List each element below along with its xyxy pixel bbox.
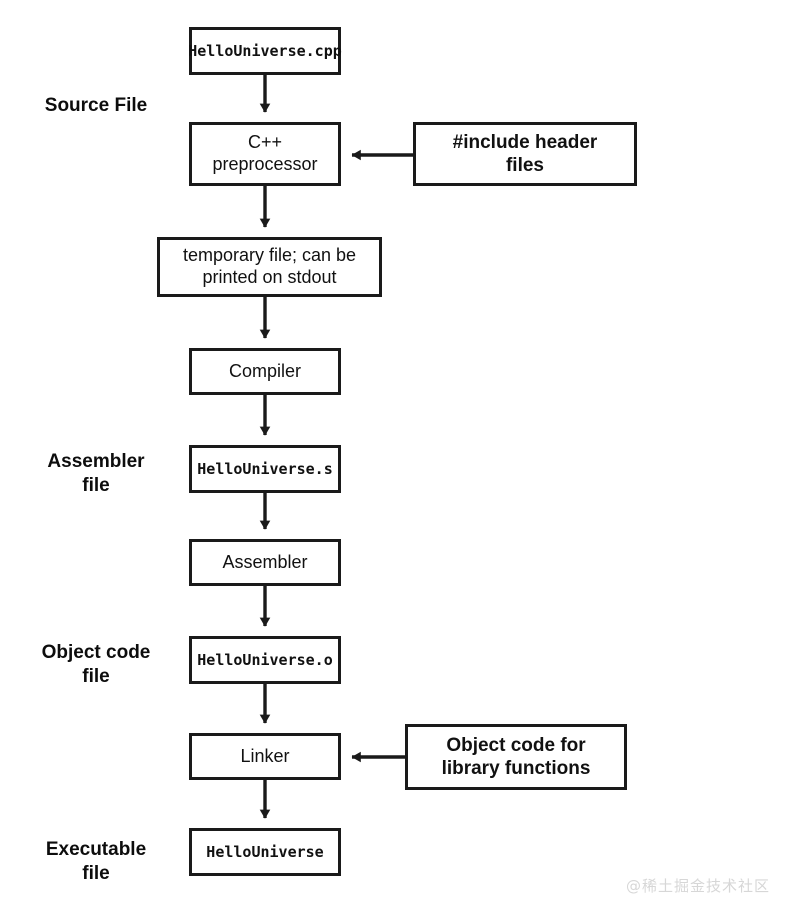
node-compiler-label: Compiler: [228, 360, 302, 381]
node-assembler-label: Assembler: [222, 551, 308, 572]
node-temporary-file-label: temporary file; can be printed on stdout: [182, 245, 357, 287]
watermark: @稀土掘金技术社区: [625, 877, 770, 895]
node-include-headers-label: #include header files: [452, 131, 598, 176]
node-assembler-file-label: HelloUniverse.s: [197, 459, 333, 478]
node-linker: Linker: [189, 733, 341, 780]
node-source-file-label: HelloUniverse.cpp: [188, 41, 342, 60]
node-executable-file: HelloUniverse: [189, 828, 341, 876]
node-temporary-file: temporary file; can be printed on stdout: [157, 237, 382, 297]
node-source-file: HelloUniverse.cpp: [188, 27, 342, 75]
node-object-code-file-label: HelloUniverse.o: [197, 650, 333, 669]
node-assembler: Assembler: [189, 539, 341, 586]
node-library-object-code: Object code for library functions: [405, 724, 627, 790]
stage-label-object-code-file: Object code file: [41, 642, 151, 687]
node-include-headers: #include header files: [413, 122, 637, 186]
node-compiler: Compiler: [189, 348, 341, 395]
node-assembler-file: HelloUniverse.s: [189, 445, 341, 493]
stage-label-executable-file: Executable file: [45, 839, 147, 884]
node-preprocessor-label: C++ preprocessor: [212, 132, 318, 174]
node-preprocessor: C++ preprocessor: [189, 122, 341, 186]
node-library-object-code-label: Object code for library functions: [441, 734, 591, 779]
stage-label-source-file: Source File: [44, 95, 148, 116]
node-object-code-file: HelloUniverse.o: [189, 636, 341, 684]
node-executable-file-label: HelloUniverse: [206, 842, 324, 861]
node-linker-label: Linker: [240, 745, 290, 766]
stage-label-assembler-file: Assembler file: [47, 451, 145, 496]
